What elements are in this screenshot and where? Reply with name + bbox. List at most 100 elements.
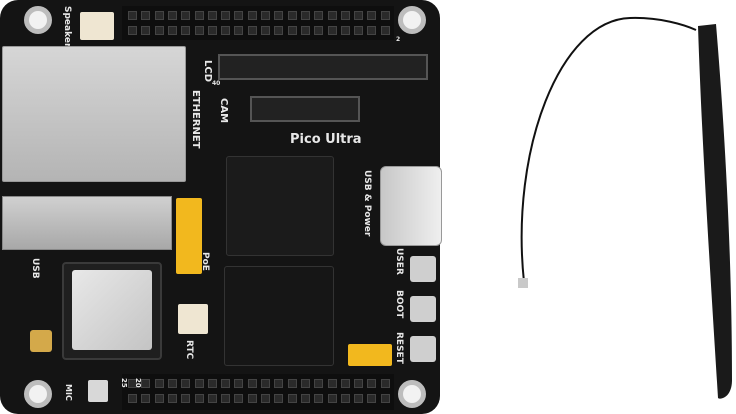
header-pin: [340, 379, 350, 388]
header-pin: [234, 394, 244, 403]
mounting-hole-bottom-left: [24, 380, 52, 408]
header-pin: [247, 26, 257, 35]
header-pin: [154, 26, 164, 35]
header-pin: [354, 11, 364, 20]
user-button[interactable]: [410, 256, 436, 282]
rtc-battery-connector: [178, 304, 208, 334]
mounting-hole-top-left: [24, 6, 52, 34]
header-pin: [354, 394, 364, 403]
header-pin: [367, 394, 377, 403]
camera-connector: [250, 96, 360, 122]
usb-c-port: [380, 166, 442, 246]
header-pin: [194, 11, 204, 20]
speaker-label: Speaker: [62, 6, 72, 48]
ethernet-port: [2, 46, 186, 182]
lcd-label: LCD: [202, 60, 213, 83]
header-pin: [287, 394, 297, 403]
header-pin: [340, 394, 350, 403]
header-pin: [314, 11, 324, 20]
usb-label: USB: [30, 258, 40, 279]
boot-label: BOOT: [394, 290, 404, 319]
header-pin: [141, 11, 151, 20]
header-pin: [167, 379, 177, 388]
pin-40-label: 40: [212, 80, 221, 87]
header-pin: [234, 379, 244, 388]
header-pin: [327, 26, 337, 35]
wifi-module-shield: [72, 270, 152, 350]
mic-label: MIC: [64, 384, 73, 401]
header-pin: [327, 11, 337, 20]
header-pin: [274, 11, 284, 20]
header-pin: [247, 11, 257, 20]
header-pin: [167, 394, 177, 403]
antenna-connector: [30, 330, 52, 352]
header-pin: [247, 394, 257, 403]
header-pin: [207, 26, 217, 35]
header-pin: [380, 11, 390, 20]
header-pin: [194, 26, 204, 35]
header-pin: [181, 26, 191, 35]
header-pin: [287, 379, 297, 388]
header-pin: [367, 379, 377, 388]
header-pin: [128, 26, 137, 35]
header-pin: [167, 11, 177, 20]
header-pin: [367, 11, 377, 20]
header-pin: [261, 394, 270, 403]
mounting-hole-top-right: [398, 6, 426, 34]
header-pin: [234, 11, 244, 20]
lcd-connector: [218, 54, 428, 80]
wifi-antenna: [518, 16, 732, 399]
header-pin: [141, 394, 151, 403]
header-pin: [141, 26, 151, 35]
cam-label: CAM: [218, 98, 229, 124]
header-pin: [207, 11, 217, 20]
header-pin: [340, 26, 350, 35]
header-pin: [354, 26, 364, 35]
header-pin: [221, 26, 231, 35]
header-pin: [154, 379, 164, 388]
pin-25-label: 25: [120, 378, 128, 388]
header-pin: [300, 379, 310, 388]
header-pin: [327, 379, 337, 388]
usb-power-label: USB & Power: [362, 170, 372, 237]
ethernet-label: ETHERNET: [190, 90, 201, 149]
header-pin: [128, 11, 137, 20]
pin-20-label: 20: [134, 378, 142, 388]
header-pin: [194, 394, 204, 403]
header-pin: [181, 11, 191, 20]
header-pin: [261, 26, 270, 35]
header-pin: [221, 394, 231, 403]
header-pin: [128, 394, 137, 403]
header-pin: [314, 379, 324, 388]
microphone: [88, 380, 108, 402]
reset-button[interactable]: [410, 336, 436, 362]
header-pin: [340, 11, 350, 20]
header-pin: [314, 394, 324, 403]
header-pin: [141, 379, 151, 388]
header-pin: [380, 26, 390, 35]
header-pin: [247, 379, 257, 388]
header-pin: [221, 379, 231, 388]
header-pin: [300, 394, 310, 403]
header-pin: [167, 26, 177, 35]
header-pin: [261, 379, 270, 388]
header-pin: [207, 394, 217, 403]
memory-chip: [224, 266, 334, 366]
pin-2-label: 2: [396, 36, 401, 43]
header-pin: [234, 26, 244, 35]
poe-jumper-header: [176, 198, 202, 274]
header-pin: [221, 11, 231, 20]
usb-a-port: [2, 196, 172, 250]
header-pin: [314, 26, 324, 35]
antenna-body: [698, 24, 732, 399]
poe-label: PoE: [200, 252, 210, 271]
header-pin: [380, 394, 390, 403]
header-pin: [181, 394, 191, 403]
gpio-header-top: [122, 6, 394, 40]
speaker-connector: [80, 12, 114, 40]
dev-board: Speaker ETHERNET LCD 40 2 CAM Pico Ultra…: [0, 0, 442, 414]
header-pin: [287, 11, 297, 20]
header-pin: [287, 26, 297, 35]
header-pin: [207, 379, 217, 388]
boot-button[interactable]: [410, 296, 436, 322]
